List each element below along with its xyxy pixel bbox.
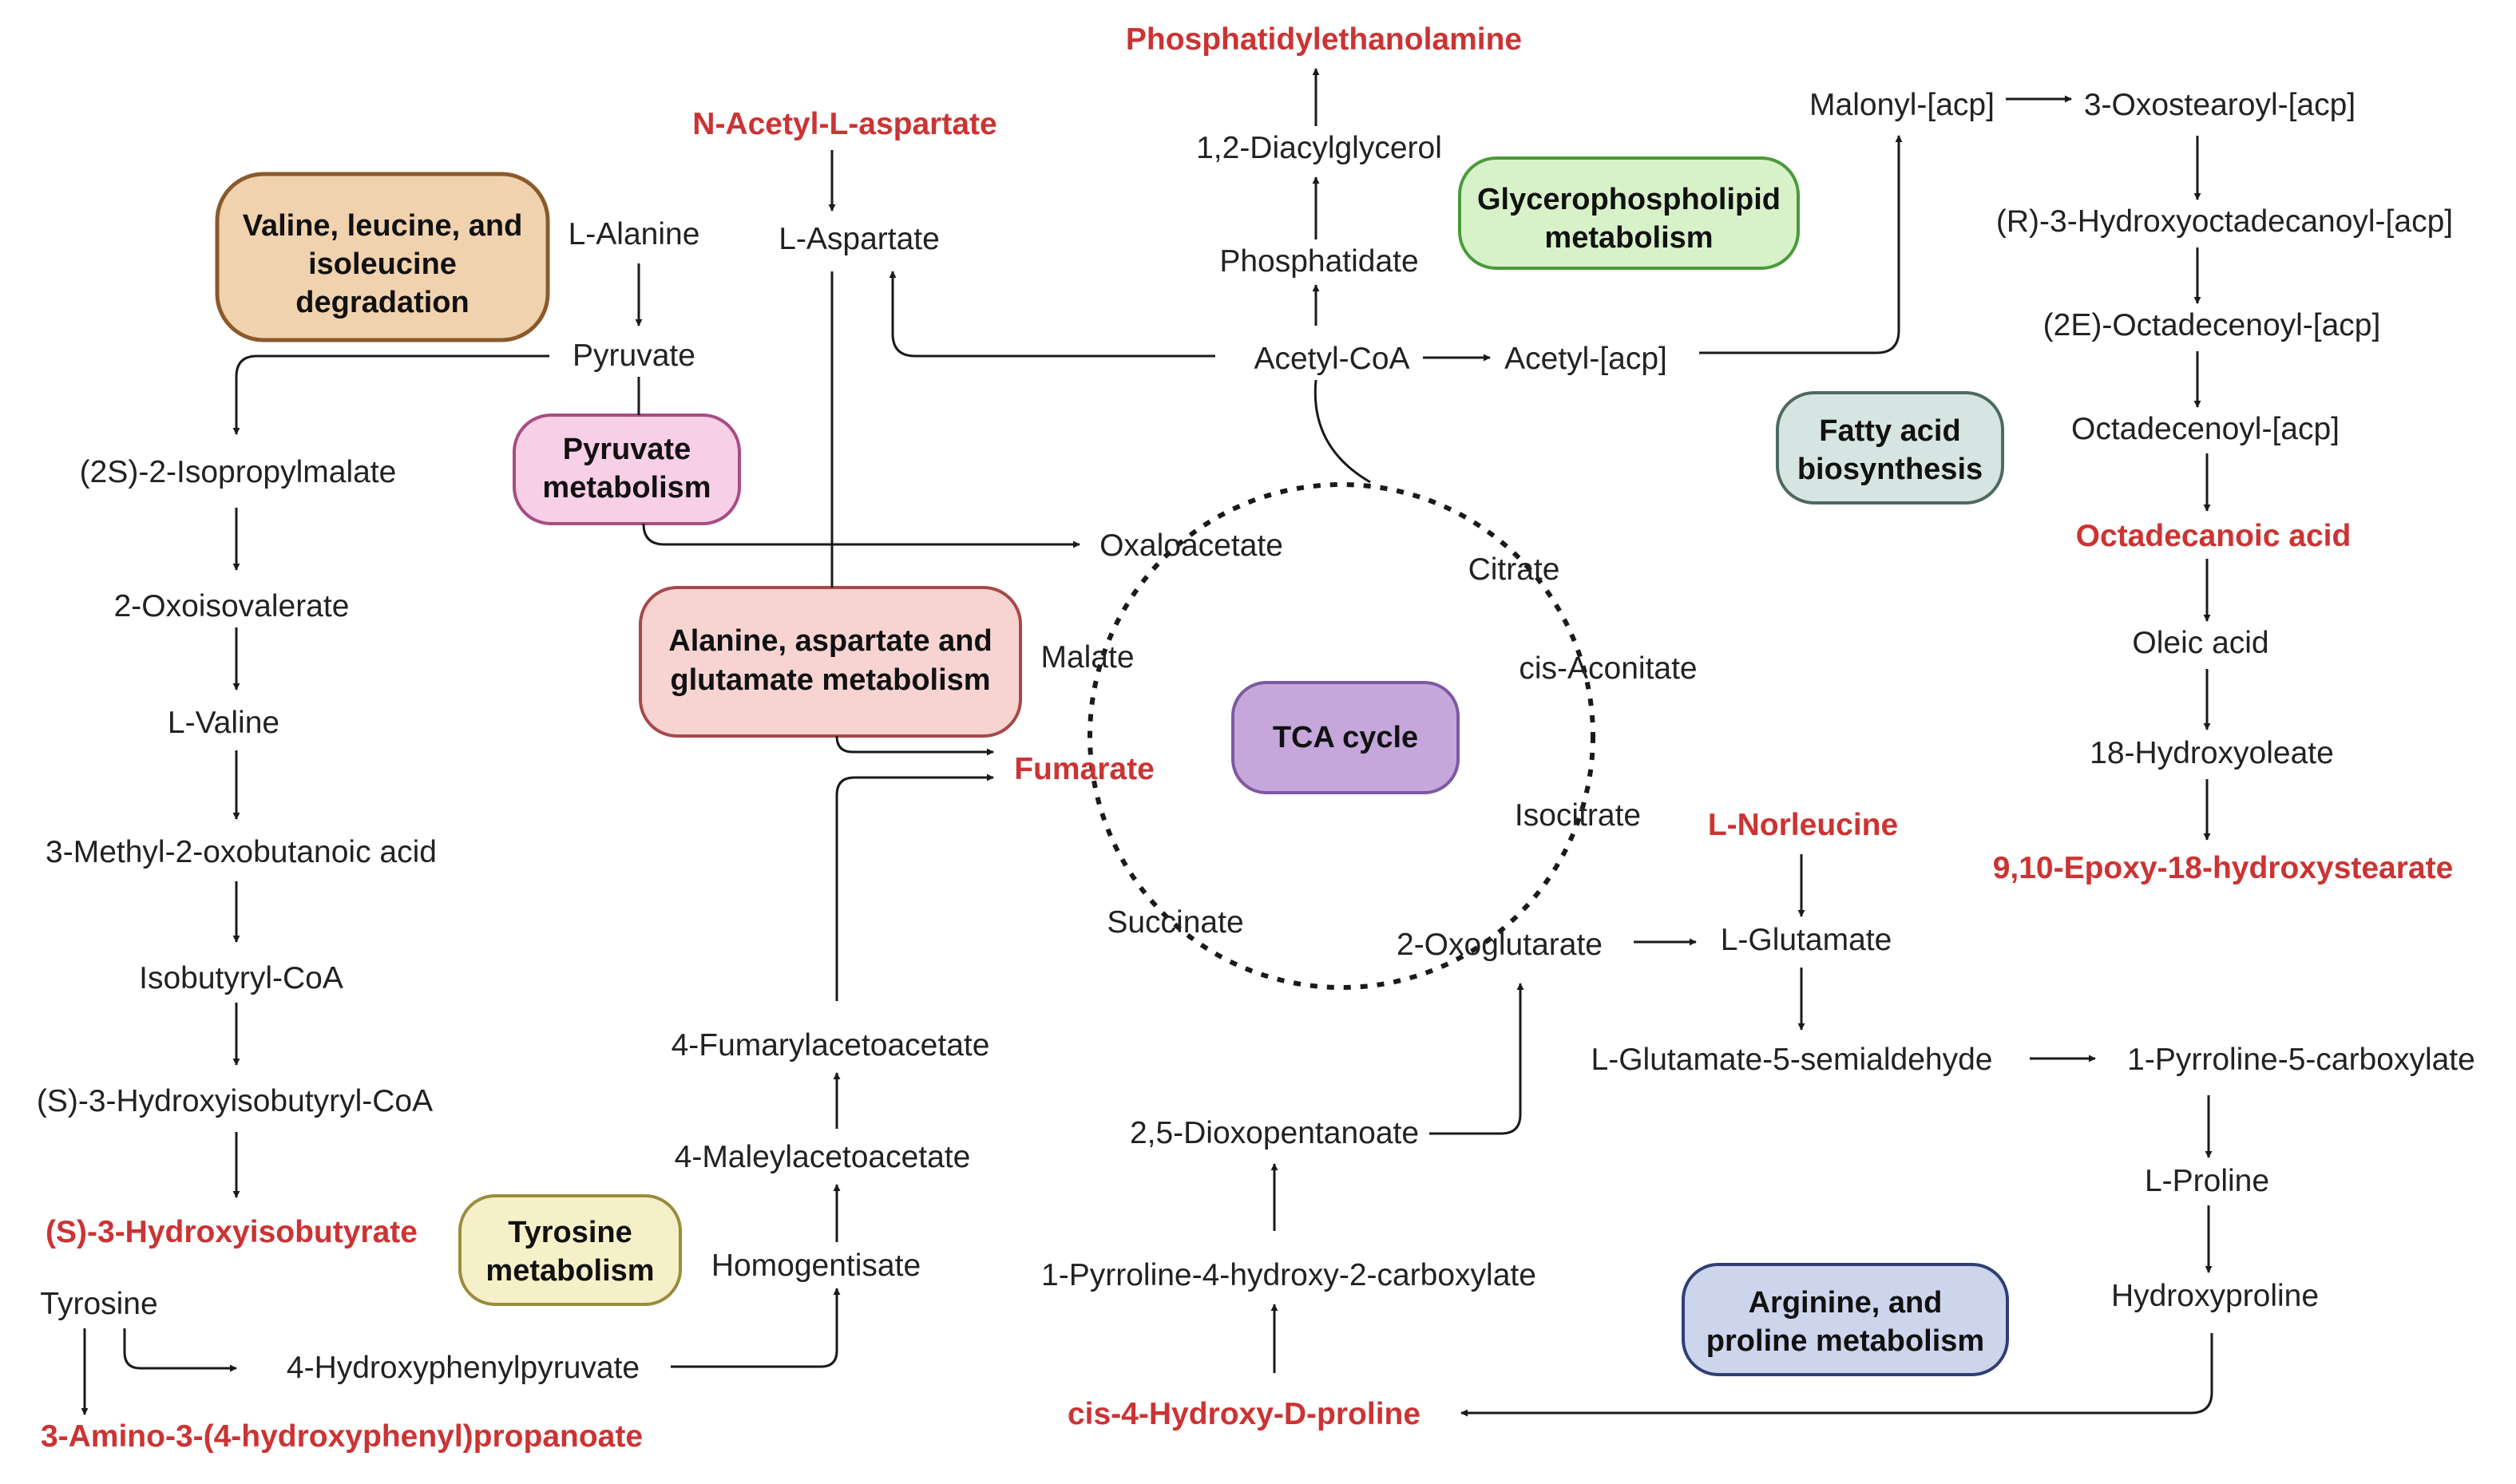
metabolite-maleylacetoacetate: 4-Maleylacetoacetate — [675, 1140, 971, 1174]
pathway-box-valine: Valine, leucine, and isoleucine degradat… — [215, 172, 550, 342]
metabolite-malate: Malate — [1040, 640, 1134, 675]
metabolite-isocitrate: Isocitrate — [1515, 798, 1641, 833]
metabolite-cis-4-hydroxy-d-proline: cis-4-Hydroxy-D-proline — [1068, 1397, 1420, 1431]
metabolite-l-glutamate: L-Glutamate — [1721, 923, 1892, 957]
pathway-box-pyruvate-bg — [513, 414, 741, 525]
arrow-fumarylacetoacetate-fumarate — [835, 774, 994, 1001]
metabolite-oxaloacetate: Oxaloacetate — [1100, 528, 1283, 563]
arrow-hydroxyproline-cishydroxyproline — [1460, 1333, 2213, 1417]
pathway-box-tyrosine-bg — [458, 1194, 682, 1306]
metabolite-fumarylacetoacetate: 4-Fumarylacetoacetate — [672, 1028, 990, 1063]
metabolite-hydroxyphenylpyruvate: 4-Hydroxyphenylpyruvate — [287, 1351, 640, 1385]
metabolite-l-aspartate: L-Aspartate — [779, 222, 940, 256]
metabolite-hydroxyoleate: 18-Hydroxyoleate — [2090, 736, 2334, 770]
metabolite-oxostearoyl-acp: 3-Oxostearoyl-[acp] — [2084, 88, 2356, 122]
metabolite-amino-hydroxyphenyl-propanoate: 3-Amino-3-(4-hydroxyphenyl)propanoate — [41, 1419, 643, 1454]
pathway-fatty-line1: Fatty acid — [1819, 414, 1960, 448]
metabolite-hydroxyproline: Hydroxyproline — [2111, 1279, 2319, 1313]
metabolite-octadecenoyl-acp: Octadecenoyl-[acp] — [2071, 412, 2340, 446]
arrow-pyruvate-isopropylmalate — [232, 354, 549, 435]
pathway-pyruvate-line1: Pyruvate — [563, 433, 691, 466]
metabolite-tyrosine: Tyrosine — [40, 1287, 157, 1321]
pathway-fatty-line2: biosynthesis — [1797, 453, 1983, 486]
pathway-glycero-line2: metabolism — [1544, 221, 1713, 255]
pathway-pyruvate-line2: metabolism — [542, 471, 711, 505]
metabolite-succinate: Succinate — [1107, 905, 1243, 940]
arrow-pyruvate-oxaloacetate — [642, 523, 1080, 548]
metabolite-oleic-acid: Oleic acid — [2132, 626, 2268, 660]
metabolite-hydroxyisobutyryl-coa: (S)-3-Hydroxyisobutyryl-CoA — [37, 1084, 433, 1118]
pathway-box-pyruvate: Pyruvate metabolism — [513, 414, 741, 525]
arrow-tyrosine-hydroxyphenylpyruvate — [123, 1328, 237, 1372]
metabolite-pyrroline-hydroxy-carboxylate: 1-Pyrroline-4-hydroxy-2-carboxylate — [1041, 1258, 1536, 1292]
metabolite-fumarate: Fumarate — [1014, 752, 1155, 786]
metabolite-octadecenoyl-2e-acp: (2E)-Octadecenoyl-[acp] — [2043, 308, 2381, 342]
pathway-box-glycerophospholipid: Glycerophospholipid metabolism — [1458, 156, 1800, 270]
metabolite-s-3-hydroxyisobutyrate: (S)-3-Hydroxyisobutyrate — [46, 1215, 418, 1249]
pathway-box-tca-bg — [1231, 681, 1460, 794]
metabolites: 1,2-Diacylglycerol Phosphatidate Acetyl-… — [37, 88, 2475, 1385]
metabolite-acetyl-acp: Acetyl-[acp] — [1504, 342, 1667, 376]
metabolite-phosphatidylethanolamine: Phosphatidylethanolamine — [1126, 22, 1522, 57]
metabolite-isopropylmalate: (2S)-2-Isopropylmalate — [80, 455, 397, 489]
metabolite-epoxy-hydroxystearate: 9,10-Epoxy-18-hydroxystearate — [1993, 851, 2454, 885]
pathway-valine-line3: degradation — [295, 286, 469, 319]
arrow-alanine-fumarate — [835, 735, 994, 756]
pathway-alanine-line1: Alanine, aspartate and — [668, 624, 992, 658]
metabolite-hydroxyoctadecanoyl-acp: (R)-3-Hydroxyoctadecanoyl-[acp] — [1996, 204, 2453, 239]
metabolite-pyruvate: Pyruvate — [573, 338, 695, 373]
arrow-dioxopentanoate-oxoglutarate — [1429, 983, 1524, 1135]
metabolite-isobutyryl-coa: Isobutyryl-CoA — [139, 961, 343, 995]
pathway-box-alanine: Alanine, aspartate and glutamate metabol… — [639, 586, 1022, 738]
pathway-valine-line1: Valine, leucine, and — [243, 209, 523, 243]
arrow-acetylcoa-aspartate — [889, 271, 1215, 358]
metabolite-phosphatidate: Phosphatidate — [1219, 244, 1418, 279]
metabolite-diacylglycerol: 1,2-Diacylglycerol — [1196, 131, 1442, 165]
metabolite-octadecanoic-acid: Octadecanoic acid — [2076, 519, 2352, 553]
metabolite-citrate: Citrate — [1468, 552, 1560, 587]
tca-cycle-circle — [1088, 482, 1595, 990]
pathway-box-glycerophospholipid-bg — [1458, 156, 1800, 270]
pathway-tyrosine-line2: metabolism — [485, 1254, 654, 1288]
pathway-alanine-line2: glutamate metabolism — [670, 663, 990, 697]
pathway-box-tca: TCA cycle — [1231, 681, 1460, 794]
pathway-box-tyrosine: Tyrosine metabolism — [458, 1194, 682, 1306]
pathway-box-alanine-bg — [639, 586, 1022, 738]
pathway-box-valine-bg — [215, 172, 550, 342]
metabolite-acetyl-coa: Acetyl-CoA — [1254, 342, 1409, 376]
metabolite-l-proline: L-Proline — [2145, 1164, 2269, 1198]
metabolite-oxoglutarate: 2-Oxoglutarate — [1397, 928, 1603, 962]
metabolite-methyl-oxobutanoic: 3-Methyl-2-oxobutanoic acid — [46, 835, 437, 869]
pathway-glycero-line1: Glycerophospholipid — [1477, 183, 1781, 216]
line-acetylcoa-citrate — [1313, 379, 1371, 484]
metabolite-l-norleucine: L-Norleucine — [1708, 808, 1898, 842]
pathway-box-fatty-acid-bg — [1776, 391, 2004, 505]
pathway-arginine-line2: proline metabolism — [1706, 1324, 1984, 1358]
pathway-box-fatty-acid: Fatty acid biosynthesis — [1776, 391, 2004, 505]
metabolite-malonyl-acp: Malonyl-[acp] — [1809, 88, 1995, 122]
pathway-box-arginine: Arginine, and proline metabolism — [1682, 1263, 2009, 1376]
arrow-hydroxyphenylpyruvate-homogentisate — [671, 1288, 841, 1368]
metabolite-homogentisate: Homogentisate — [711, 1249, 921, 1283]
highlighted-metabolites: Phosphatidylethanolamine N-Acetyl-L-aspa… — [41, 22, 2453, 1454]
arrow-acetylacp-malonylacp — [1699, 135, 1903, 354]
metabolite-cis-aconitate: cis-Aconitate — [1519, 651, 1697, 686]
metabolite-n-acetyl-l-aspartate: N-Acetyl-L-aspartate — [692, 107, 996, 141]
edges — [81, 68, 2213, 1417]
pathway-tyrosine-line1: Tyrosine — [508, 1216, 632, 1249]
pathway-arginine-line1: Arginine, and — [1749, 1286, 1943, 1320]
metabolite-dioxopentanoate: 2,5-Dioxopentanoate — [1130, 1116, 1419, 1150]
metabolite-l-valine: L-Valine — [168, 706, 279, 740]
pathway-tca-label: TCA cycle — [1273, 721, 1418, 754]
pathway-box-arginine-bg — [1682, 1263, 2009, 1376]
metabolite-oxoisovalerate: 2-Oxoisovalerate — [114, 589, 350, 623]
pathway-valine-line2: isoleucine — [308, 247, 457, 281]
metabolite-glutamate-semialdehyde: L-Glutamate-5-semialdehyde — [1591, 1043, 1993, 1077]
metabolite-pyrroline-carboxylate: 1-Pyrroline-5-carboxylate — [2127, 1043, 2475, 1077]
metabolite-l-alanine: L-Alanine — [569, 217, 700, 251]
